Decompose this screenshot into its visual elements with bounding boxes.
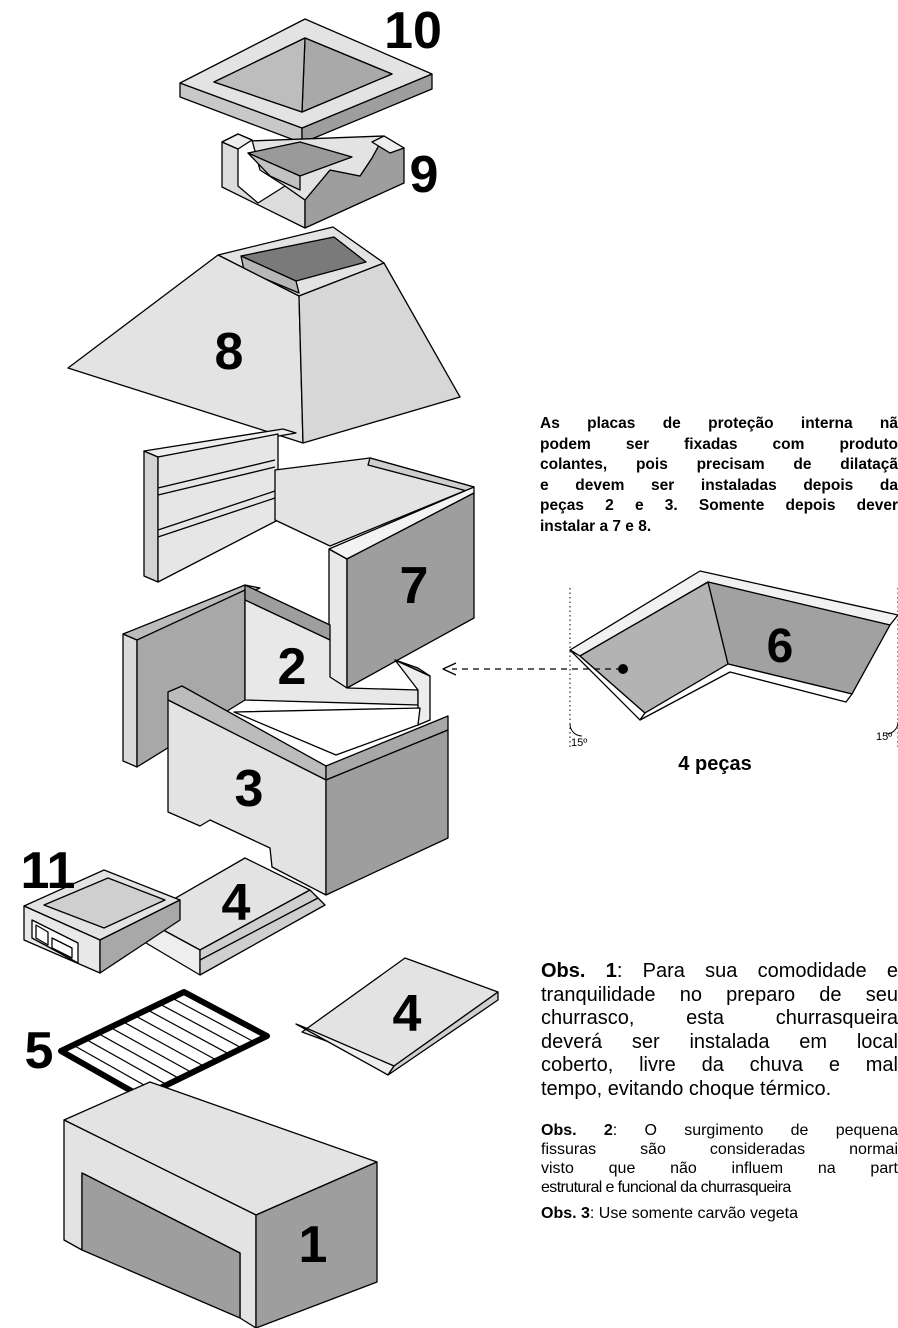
angle-label-right: 15º <box>876 731 892 743</box>
note-line: peças 2 e 3. Somente depois dever <box>540 497 898 514</box>
obs1-line: deverá ser instalada em local <box>541 1030 898 1053</box>
label-piece-7: 7 <box>400 557 429 615</box>
grill-bar <box>159 1003 243 1049</box>
pieces-count-label: 4 peças <box>678 753 751 775</box>
obs1-line: tranquilidade no preparo de seu <box>541 983 898 1006</box>
obs1-label: Obs. 1 <box>541 960 617 982</box>
grill-bar <box>73 1044 155 1092</box>
label-piece-11: 11 <box>21 842 76 900</box>
obs1-line: : Para sua comodidade e <box>616 960 898 982</box>
note-line: As placas de proteção interna nã <box>540 415 898 432</box>
label-piece-1: 1 <box>299 1216 328 1274</box>
piece-labels: 10 9 8 7 2 3 4 11 4 5 1 6 15º 15º 4 peça… <box>21 2 893 1274</box>
piece-4-tray-upper <box>140 857 326 976</box>
observation-2: Obs. 2: O surgimento de pequena fissuras… <box>541 1121 898 1197</box>
obs1-line: tempo, evitando choque térmico. <box>541 1077 832 1100</box>
grill-bar <box>146 1009 230 1055</box>
label-piece-3: 3 <box>235 760 264 818</box>
obs2-label: Obs. 2 <box>541 1122 613 1139</box>
label-piece-4-lower: 4 <box>393 985 422 1043</box>
piece-3-front-box <box>167 685 449 896</box>
obs3-text: : Use somente carvão vegeta <box>589 1205 799 1222</box>
side-panels <box>143 428 475 583</box>
note-line: colantes, pois precisam de dilataçã <box>540 456 898 473</box>
piece-8-hood <box>67 226 461 444</box>
piece-4-tray-lower <box>295 957 499 1076</box>
grill-bar <box>97 1032 180 1080</box>
grill-bar <box>122 1020 205 1068</box>
piece-9-notched-block <box>221 133 405 229</box>
grill-bar <box>109 1026 193 1074</box>
grill-bar <box>85 1038 168 1086</box>
note-line: podem ser fixadas com produto <box>540 435 898 453</box>
obs1-line: coberto, livre da chuva e mal <box>541 1054 898 1076</box>
grill-bar <box>134 1015 218 1061</box>
label-piece-9: 9 <box>410 146 439 204</box>
label-piece-8: 8 <box>215 323 244 381</box>
label-piece-2: 2 <box>278 638 307 696</box>
piece-7-block <box>328 486 475 689</box>
piece-11-ash-drawer <box>23 869 181 974</box>
label-piece-6: 6 <box>767 620 794 673</box>
label-piece-10: 10 <box>384 2 442 60</box>
obs1-line: churrasco, esta churrasqueira <box>541 1007 898 1029</box>
note-line: instalar a 7 e 8. <box>540 517 652 535</box>
observation-3: Obs. 3: Use somente carvão vegeta <box>541 1204 898 1223</box>
obs3-label: Obs. 3 <box>541 1205 590 1222</box>
piece-10-cap <box>179 18 433 144</box>
obs2-line: fissuras são consideradas normai <box>541 1141 898 1158</box>
protection-plates-note: As placas de proteção interna nã podem s… <box>540 414 898 537</box>
obs2-line: : O surgimento de pequena <box>612 1122 898 1139</box>
piece-1-base <box>63 1081 378 1328</box>
angle-label-left: 15º <box>571 737 587 749</box>
obs2-line: estrutural e funcional da churrasqueira <box>541 1179 791 1196</box>
note-line: e devem ser instaladas depois da <box>540 476 898 494</box>
piece-2-inner-box <box>122 584 431 768</box>
obs2-line: visto que não influem na part <box>541 1160 898 1177</box>
grill-bar <box>171 997 255 1043</box>
label-piece-5: 5 <box>25 1022 54 1080</box>
piece-5-grill <box>58 989 270 1100</box>
observation-1: Obs. 1: Para sua comodidade e tranquilid… <box>541 960 898 1101</box>
piece-6-plate-detail <box>442 570 898 748</box>
label-piece-4-upper: 4 <box>222 874 251 932</box>
